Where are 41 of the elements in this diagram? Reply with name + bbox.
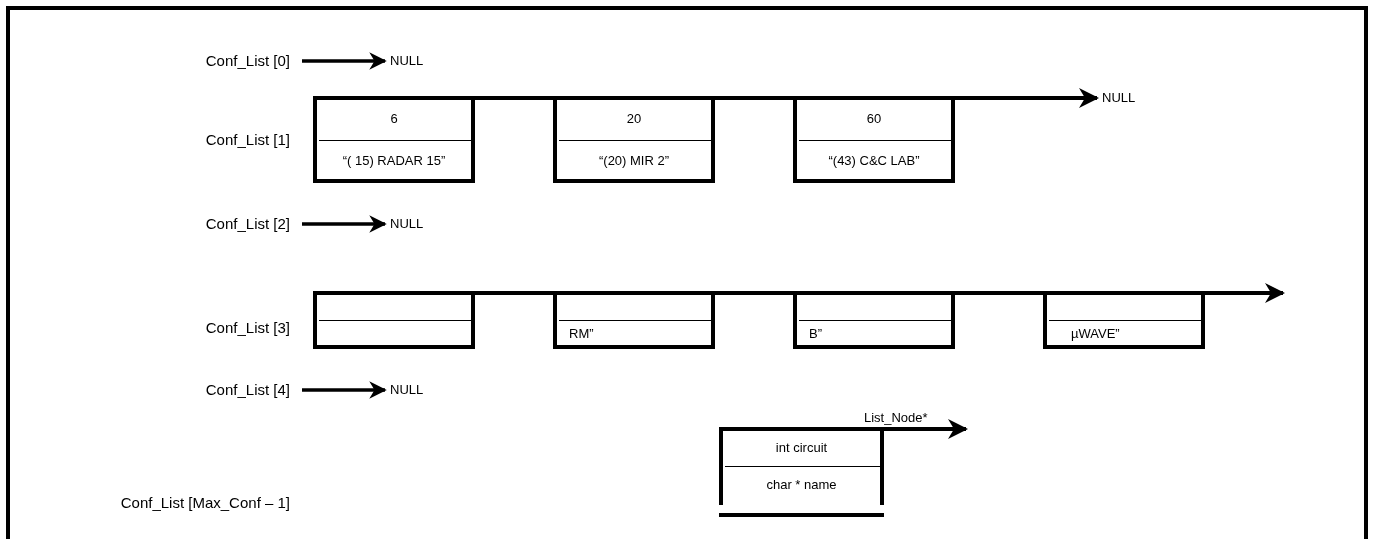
list-node-box	[1043, 291, 1205, 349]
link-line	[953, 291, 1045, 295]
list-node-box	[553, 96, 715, 183]
link-line	[473, 291, 555, 295]
array-entry-label: Conf_List [3]	[204, 319, 290, 337]
list-node-box	[553, 291, 715, 349]
name-field: “( 15) RADAR 15”	[342, 152, 446, 168]
name-field: RM”	[569, 326, 594, 341]
link-line	[713, 291, 795, 295]
circuit-field: 6	[390, 111, 398, 127]
null-label: NULL	[1102, 89, 1136, 107]
array-entry-label: Conf_List [1]	[204, 131, 290, 149]
list-node-box	[793, 96, 955, 183]
array-entry-label: Conf_List [2]	[90, 215, 290, 233]
null-label: NULL	[390, 381, 424, 399]
struct-node-box	[719, 427, 884, 505]
array-entry-label: Conf_List [Max_Conf – 1]	[119, 494, 290, 512]
null-label: NULL	[390, 52, 424, 70]
edge-label: List_Node*	[864, 411, 928, 425]
name-field: µWAVE”	[1071, 326, 1120, 341]
link-line	[473, 96, 555, 100]
arrow	[953, 88, 1099, 108]
arrow	[1203, 283, 1285, 303]
name-field: “(43) C&C LAB”	[828, 152, 920, 168]
arrow	[302, 381, 387, 399]
link-line	[713, 96, 795, 100]
array-entry-label: Conf_List [0]	[90, 52, 290, 70]
circuit-field: int circuit	[775, 440, 828, 455]
name-field: char * name	[766, 477, 837, 492]
name-field: “(20) MIR 2”	[598, 152, 670, 168]
list-node-box	[793, 291, 955, 349]
arrow	[302, 215, 387, 233]
arrow	[302, 52, 387, 70]
name-field: B”	[809, 326, 822, 341]
circuit-field: 20	[626, 111, 642, 127]
list-node-box	[313, 291, 475, 349]
list-node-box	[313, 96, 475, 183]
null-label: NULL	[390, 215, 424, 233]
array-entry-label: Conf_List [4]	[90, 381, 290, 399]
arrow	[882, 419, 968, 439]
circuit-field: 60	[866, 111, 882, 127]
